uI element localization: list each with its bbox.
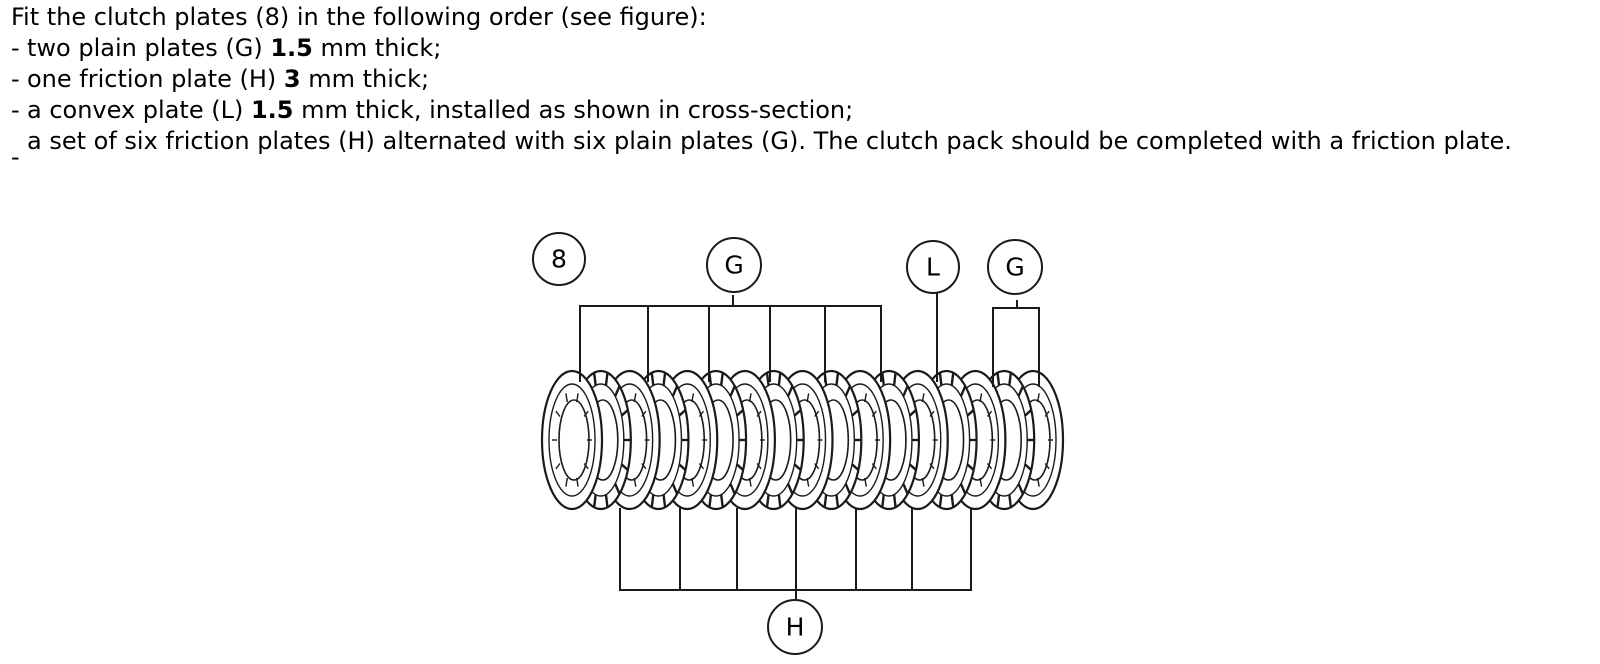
item-text: mm thick, installed as shown in cross-se… [293,96,854,124]
callout-label-8: 8 [551,245,567,274]
item-text: a convex plate (L) [27,96,251,124]
list-dash: - [11,65,20,93]
plate-stack [540,369,1065,511]
callout-l [906,240,960,294]
thickness-value: 1.5 [250,96,294,124]
item-text: a set of six friction plates (H) alterna… [27,127,1512,155]
item-text: mm thick; [312,34,442,62]
thickness-value: 1.5 [270,34,313,62]
intro-line: Fit the clutch plates (8) in the followi… [11,3,707,31]
list-item: - a set of six friction plates (H) alter… [11,126,1591,173]
callout-g-top [706,237,762,293]
callout-g-right [987,239,1043,295]
list-dash: - [11,96,20,124]
callout-label-l: L [926,253,940,282]
callout-h [767,599,823,655]
list-dash: - [11,143,20,171]
plain-plate [540,369,604,511]
thickness-value: 3 [283,65,301,93]
callout-circles [532,232,1043,655]
clutch-pack-illustration [540,369,1065,511]
list-dash: - [11,34,20,62]
instruction-text: Fit the clutch plates (8) in the followi… [11,2,1591,173]
leader-lines [579,292,1040,600]
item-text: one friction plate (H) [27,65,284,93]
list-item: - two plain plates (G) 1.5 mm thick; [11,33,1591,64]
callout-label-g-right: G [1005,253,1024,282]
callout-8 [532,232,586,286]
callout-labels: 8 G L G H [551,245,1025,642]
item-text: mm thick; [300,65,430,93]
leader-g-top [579,305,882,382]
item-text: two plain plates (G) [27,34,271,62]
callout-label-g-top: G [724,251,743,280]
list-item: - a convex plate (L) 1.5 mm thick, insta… [11,95,1591,126]
callout-label-h: H [786,613,805,642]
list-item: - one friction plate (H) 3 mm thick; [11,64,1591,95]
